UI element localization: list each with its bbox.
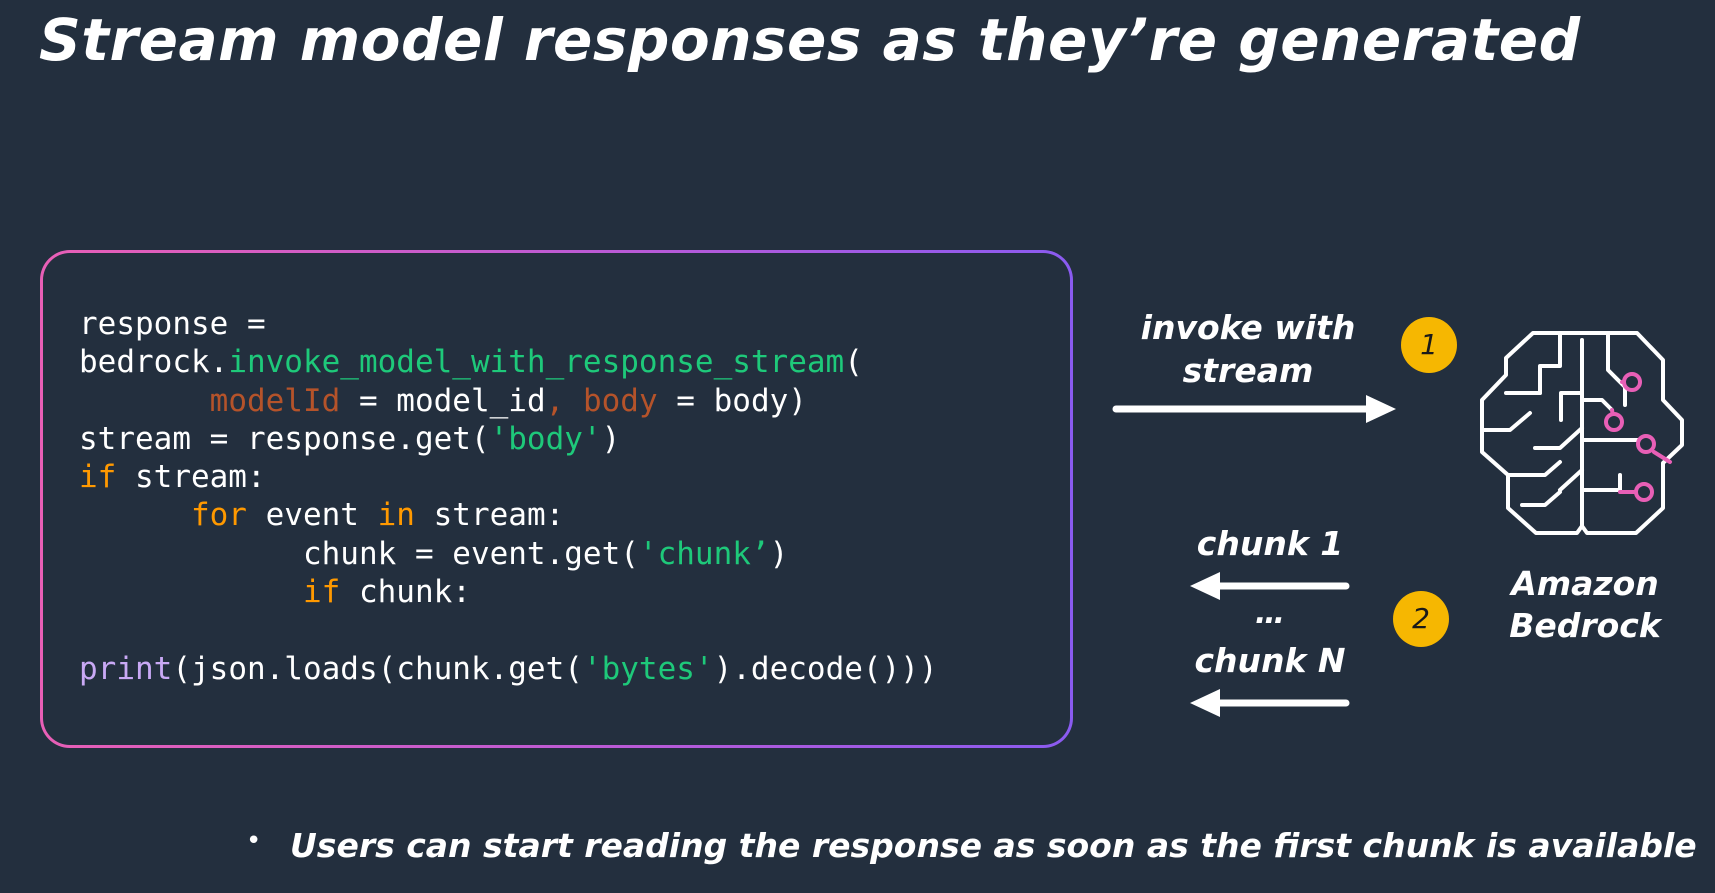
code-text: ) (769, 535, 789, 572)
code-line-7: chunk = event.get('chunk’) (79, 536, 788, 572)
code-line-2: bedrock.invoke_model_with_response_strea… (79, 344, 863, 380)
chunk-n-arrow (1190, 689, 1350, 717)
code-panel: response = bedrock.invoke_model_with_res… (40, 250, 1073, 748)
code-block: response = bedrock.invoke_model_with_res… (79, 305, 1070, 688)
code-line-8: if chunk: (79, 574, 471, 610)
code-text: stream: (414, 497, 565, 534)
code-line-6: for event in stream: (79, 497, 564, 533)
code-text: stream = response.get( (79, 420, 490, 457)
code-punctuation: , (545, 382, 565, 419)
code-string: 'chunk’ (638, 535, 770, 572)
footer-note: Users can start reading the response as … (290, 826, 1697, 865)
chunk-ellipsis: … (1255, 596, 1285, 631)
code-line-3: modelId = model_id, body = body) (79, 383, 807, 419)
invoke-label: invoke with stream (1120, 306, 1376, 392)
chunk-1-label: chunk 1 (1196, 524, 1344, 563)
code-line-4: stream = response.get('body') (79, 421, 620, 457)
code-string: 'bytes' (582, 650, 714, 687)
chunk-n-label: chunk N (1194, 641, 1346, 680)
code-parameter: body (582, 382, 658, 419)
invoke-label-line-2: stream (1182, 351, 1314, 390)
code-text: ).decode())) (713, 650, 938, 687)
code-builtin: print (79, 650, 173, 687)
code-text: ) (601, 420, 621, 457)
code-line-1: response = (79, 306, 266, 342)
footer-bullet: • (246, 826, 262, 856)
service-name-line-2: Bedrock (1509, 606, 1661, 645)
code-text: = model_id (340, 382, 546, 419)
code-line-10: print(json.loads(chunk.get('bytes').deco… (79, 651, 938, 687)
service-name-line-1: Amazon (1511, 564, 1659, 603)
service-name: Amazon Bedrock (1490, 563, 1680, 647)
code-line-5: if stream: (79, 459, 266, 495)
code-text: ( (844, 344, 863, 381)
code-panel-inner: response = bedrock.invoke_model_with_res… (43, 253, 1070, 745)
code-text: chunk: (340, 574, 471, 611)
code-text: response = (79, 306, 266, 342)
invoke-label-line-1: invoke with (1140, 308, 1356, 347)
code-keyword: if (302, 574, 341, 611)
slide-title: Stream model responses as they’re genera… (39, 6, 1581, 74)
code-parameter: modelId (209, 382, 341, 419)
code-text: = body) (657, 382, 807, 419)
code-keyword: for (190, 497, 247, 534)
code-text: (json.loads(chunk.get( (172, 650, 583, 687)
code-string: 'body' (489, 420, 602, 457)
code-function-name: invoke_model_with_response_stream (228, 344, 845, 381)
step-1-badge: 1 (1401, 317, 1457, 373)
invoke-arrow (1112, 395, 1396, 423)
step-2-badge: 2 (1393, 591, 1449, 647)
code-text: stream: (116, 459, 266, 496)
code-text: bedrock. (79, 344, 229, 381)
code-text: chunk = event.get( (302, 535, 639, 572)
code-text: event (246, 497, 378, 534)
code-keyword: if (79, 459, 117, 496)
chunk-1-arrow (1190, 572, 1350, 600)
brain-circuit-icon (1480, 331, 1684, 535)
code-keyword: in (377, 497, 415, 534)
